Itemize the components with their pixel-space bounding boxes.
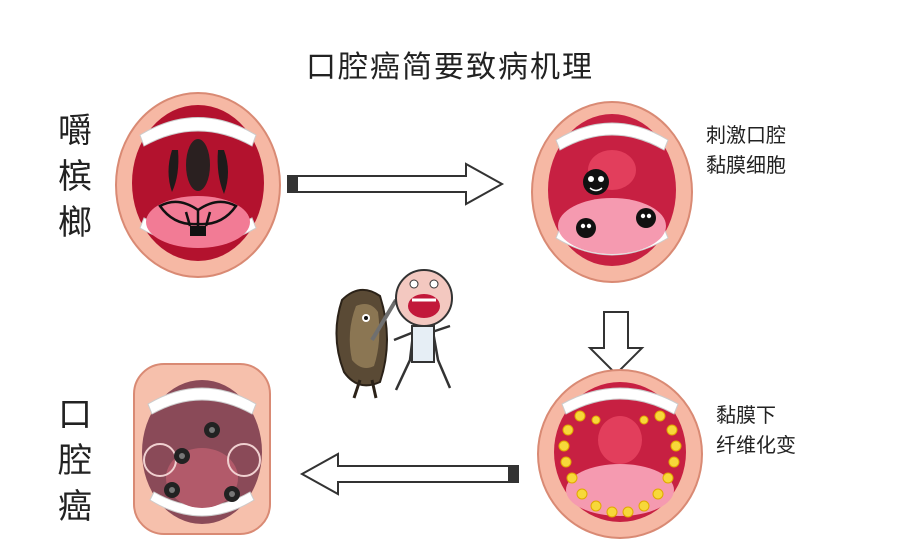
label-fibrosis: 黏膜下 纤维化变 xyxy=(716,400,796,460)
germ-icon xyxy=(583,169,609,195)
mouth-fibrosis xyxy=(537,369,703,539)
diagram-title: 口腔癌简要致病机理 xyxy=(306,50,594,85)
cartoon-scared-person xyxy=(393,269,453,391)
label-char: 癌 xyxy=(58,487,92,527)
label-betel-nut: 嚼 槟 榔 xyxy=(52,108,98,246)
label-char: 榔 xyxy=(58,203,92,243)
germ-icon xyxy=(576,218,596,238)
cartoon-betel-nut-character xyxy=(335,289,407,399)
label-line: 纤维化变 xyxy=(716,433,796,457)
label-char: 嚼 xyxy=(58,111,92,151)
label-char: 腔 xyxy=(58,441,92,481)
germ-icon xyxy=(636,208,656,228)
tumor-icon xyxy=(204,422,220,438)
label-line: 黏膜下 xyxy=(716,403,776,427)
tumor-icon xyxy=(164,482,180,498)
arrow-right xyxy=(287,162,505,206)
mouth-cancer xyxy=(133,363,271,535)
nodule-cluster xyxy=(558,410,682,518)
label-line: 黏膜细胞 xyxy=(706,153,786,177)
arrow-down xyxy=(587,311,645,376)
label-char: 槟 xyxy=(58,157,92,197)
label-cancer: 口 腔 癌 xyxy=(52,392,98,530)
tumor-icon xyxy=(174,448,190,464)
mouth-betel-nut xyxy=(115,92,281,278)
label-line: 刺激口腔 xyxy=(706,123,786,147)
label-irritate: 刺激口腔 黏膜细胞 xyxy=(706,120,786,180)
tumor-icon xyxy=(224,486,240,502)
mouth-irritation xyxy=(531,101,693,283)
label-char: 口 xyxy=(58,395,92,435)
arrow-left xyxy=(299,452,519,496)
